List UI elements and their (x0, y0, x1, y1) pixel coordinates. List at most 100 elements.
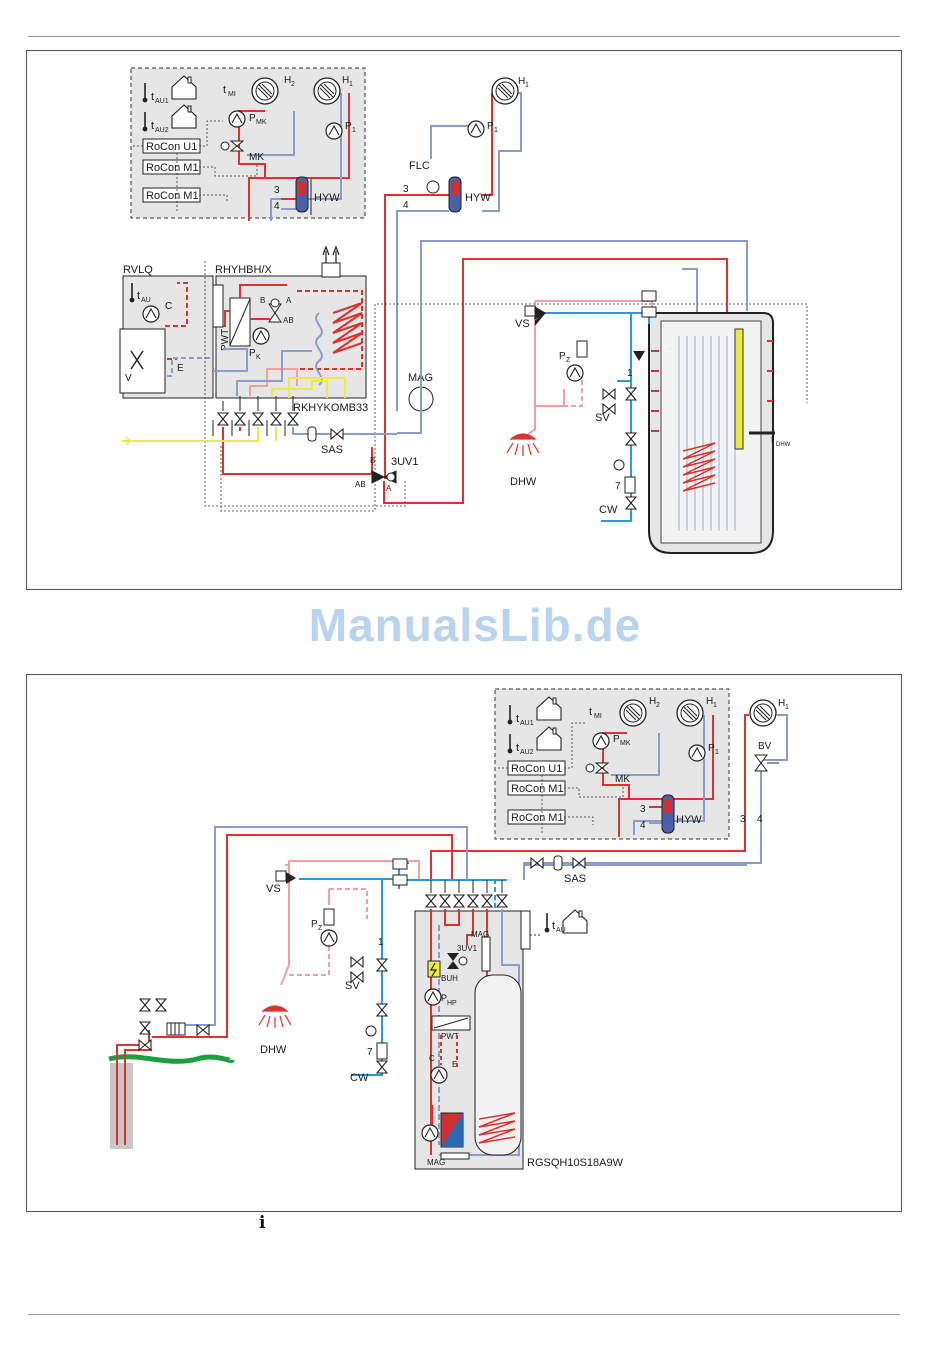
pz-sub: Z (318, 925, 323, 932)
refrigerant-coil (315, 312, 323, 386)
pump-icon (325, 122, 343, 140)
kit-label: RKHYKOMB33 (293, 402, 368, 414)
pz-sub: Z (566, 357, 571, 364)
tau1-sub: AU1 (155, 98, 169, 105)
tau2-label: t (516, 742, 519, 754)
motor-icon (386, 472, 396, 482)
tau1-label: t (151, 91, 154, 103)
motor-icon (220, 141, 230, 151)
shutoff-valve-icon (376, 1060, 388, 1074)
indoor-outlet (321, 262, 341, 278)
shutoff-valve-icon (196, 1024, 210, 1036)
shutoff-valve-icon (467, 894, 479, 908)
sv-label: SV (595, 412, 610, 424)
backup-heater-coil (332, 302, 363, 354)
p1-sub: 1 (352, 127, 356, 134)
shutoff-valve-icon (376, 1003, 388, 1017)
pump-icon (142, 305, 160, 323)
sas-label: SAS (564, 873, 586, 885)
pk-label: P (249, 348, 256, 359)
radiator-icon (619, 699, 647, 727)
right-n4-label: 4 (757, 814, 763, 825)
shutoff-valve-icon (425, 894, 437, 908)
bypass-valve-icon (754, 754, 768, 772)
seven-label: 7 (615, 481, 621, 492)
vs-valve-icon (275, 870, 287, 882)
indoor-b-label: B (260, 296, 265, 305)
h1-sub: 1 (349, 81, 353, 88)
indoor-control-box (212, 284, 224, 328)
flc-label: FLC (409, 160, 430, 172)
top-diagram-panel: RoCon U1 RoCon M1 RoCon M1 t AU1 t AU2 t… (26, 50, 902, 590)
shutoff-valve-icon (350, 956, 364, 968)
shower-icon (506, 433, 540, 456)
h1-label: H (342, 75, 349, 86)
shutoff-valve-icon (625, 496, 637, 510)
house-icon (562, 909, 588, 934)
outdoor-tau-sub: AU (141, 297, 151, 304)
motor-icon (585, 763, 595, 773)
shutoff-valve-icon (139, 998, 151, 1012)
dhw-one-label: 1 (378, 937, 384, 948)
air-vent-icon (322, 245, 340, 263)
n3-label: 3 (274, 185, 280, 196)
hyw-label: HYW (314, 192, 340, 204)
fan-icon (130, 350, 144, 370)
shutoff-valve-icon (376, 958, 388, 972)
bottom-diagram: RoCon U1 RoCon M1 RoCon M1 t AU1 t AU2 t… (108, 688, 789, 1170)
tdhw-sub: DHW (776, 442, 791, 448)
n3-label: 3 (640, 804, 646, 815)
dhw-label: DHW (510, 476, 537, 488)
compressor-c-label: C (165, 301, 172, 312)
expansion-e-label: E (177, 363, 184, 374)
vs-mixing-valve-icon (286, 872, 296, 884)
shutoff-valve-icon (602, 388, 616, 400)
shutoff-valve-icon (530, 857, 544, 869)
outdoor-tau-label: t (137, 290, 140, 302)
pmk-label: P (249, 113, 256, 124)
pmk-label: P (613, 734, 620, 745)
pump-icon (320, 929, 338, 947)
h2-sub: 2 (291, 81, 295, 88)
n4-label: 4 (640, 820, 646, 831)
flow-controller-icon (426, 180, 440, 194)
pump-icon (566, 364, 584, 382)
right-n3-label: 3 (403, 184, 409, 195)
rocon-u1-label: RoCon U1 (146, 141, 197, 153)
right-n3-label: 3 (740, 814, 746, 825)
shutoff-valve-icon (139, 1021, 151, 1035)
right-h1-sub: 1 (525, 82, 529, 89)
radiator-icon (749, 699, 777, 727)
uv1-ab-label: AB (355, 480, 366, 489)
php-label: P (441, 993, 447, 1003)
rocon-u1-label: RoCon U1 (511, 763, 562, 775)
rocon-m1-label: RoCon M1 (511, 783, 564, 795)
top-diagram: RoCon U1 RoCon M1 RoCon M1 t AU1 t AU2 t… (119, 67, 808, 554)
pwt-label: PWT (441, 1032, 459, 1041)
right-h1-label: H (518, 76, 525, 87)
expansion-e-label: E (452, 1060, 457, 1069)
mag-bottom-vessel (440, 1152, 470, 1160)
shutoff-valve-icon (234, 412, 246, 426)
shutoff-valve-icon (270, 412, 282, 426)
pump-icon (421, 1124, 439, 1142)
pressure-gauge-icon (613, 459, 625, 471)
check-valve-icon (392, 874, 408, 886)
hyw-hot-icon (451, 181, 459, 195)
rocon-m1-label-2: RoCon M1 (511, 812, 564, 824)
filter-icon (633, 351, 645, 361)
pz-label: P (311, 919, 318, 930)
pressure-reducer-icon (376, 1042, 388, 1060)
h2-label: H (284, 75, 291, 86)
sas-label: SAS (321, 444, 343, 456)
right-h1-sub: 1 (785, 704, 789, 711)
bottom-rule (28, 1314, 900, 1315)
info-icon: i (259, 1213, 266, 1233)
vs-label: VS (515, 318, 530, 330)
watermark: ManualsLib.de (308, 599, 642, 651)
n4-label: 4 (274, 201, 280, 212)
tau1-sub: AU1 (520, 720, 534, 727)
outdoor-v-label: V (125, 373, 132, 384)
right-hyw-label: HYW (465, 192, 491, 204)
vs-label: VS (266, 883, 281, 895)
